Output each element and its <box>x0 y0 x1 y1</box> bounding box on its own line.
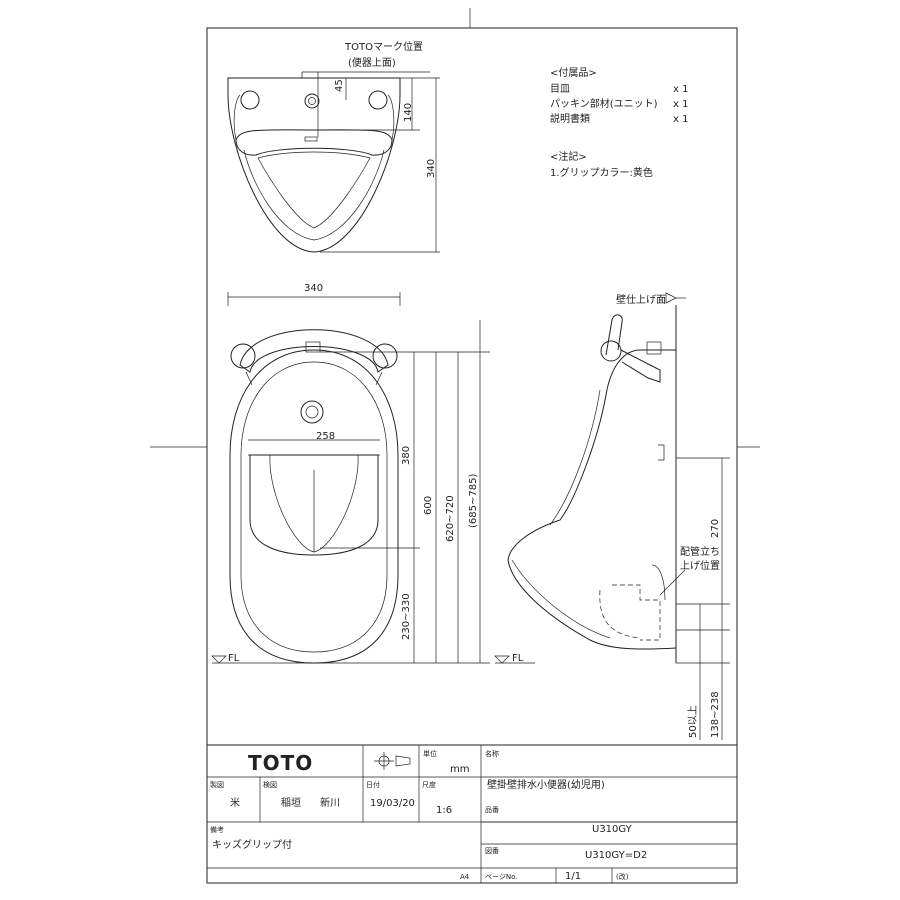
top-view <box>227 71 440 253</box>
accessory-qty-3: x 1 <box>673 114 688 125</box>
dim-45: 45 <box>334 79 345 92</box>
dim-258: 258 <box>316 431 335 442</box>
toto-mark-label: TOTOマーク位置 <box>344 40 423 53</box>
page-value: 1/1 <box>565 871 581 882</box>
remarks-value: キッズグリップ付 <box>212 838 292 851</box>
accessory-qty-2: x 1 <box>673 99 688 110</box>
dim-140: 140 <box>403 103 414 122</box>
part-number-label: 品番 <box>485 806 499 814</box>
page-label: ページNo. <box>485 873 517 881</box>
side-view <box>507 292 730 740</box>
name-label: 名称 <box>485 749 499 758</box>
remarks-heading: <注記> <box>550 150 587 163</box>
dim-600: 600 <box>423 496 434 515</box>
unit-label: 単位 <box>423 749 437 758</box>
remarks-label: 備考 <box>210 825 224 834</box>
front-view <box>211 292 535 664</box>
accessory-name-2: パッキン部材(ユニット) <box>550 97 658 110</box>
drawing-number-value: U310GY=D2 <box>585 850 647 861</box>
checked-by-value-1: 稲垣 <box>281 797 301 809</box>
fl-label-left: FL <box>228 653 240 664</box>
title-block <box>207 744 737 883</box>
accessory-qty-1: x 1 <box>673 84 688 95</box>
dim-380: 380 <box>401 446 412 465</box>
accessory-name-1: 目皿 <box>550 84 570 95</box>
date-value: 19/03/20 <box>370 798 415 809</box>
remark-1: 1.グリップカラー:黄色 <box>550 166 653 179</box>
dim-138-238: 138~238 <box>710 691 721 738</box>
dim-270: 270 <box>710 519 721 538</box>
drawing-frame <box>206 27 738 884</box>
wall-finish-label: 壁仕上げ面 <box>616 293 666 306</box>
scale-label: 尺度 <box>422 780 436 789</box>
drawn-by-label: 製図 <box>210 780 224 789</box>
date-label: 日付 <box>366 780 380 789</box>
paper-size: A4 <box>460 873 470 881</box>
drawn-by-value: 米 <box>230 796 240 809</box>
scale-value: 1:6 <box>436 805 452 816</box>
part-number-value: U310GY <box>592 824 633 835</box>
name-value: 壁掛壁排水小便器(幼児用) <box>487 778 605 791</box>
accessories-heading: <付属品> <box>550 66 597 79</box>
toto-logo: TOTO <box>248 751 313 775</box>
dim-685-785: (685~785) <box>468 474 479 528</box>
checked-by-value-2: 新川 <box>320 796 340 809</box>
pipe-label-2: 上げ位置 <box>680 559 720 572</box>
accessory-name-3: 説明書類 <box>550 112 590 125</box>
pipe-label-1: 配管立ち <box>680 545 720 558</box>
dim-50: 50以上 <box>687 705 699 738</box>
fl-label-right: FL <box>512 653 524 664</box>
toto-mark-sublabel: (便器上面) <box>348 56 396 69</box>
drawing-number-label: 図番 <box>485 847 499 855</box>
unit-value: mm <box>450 764 469 775</box>
dim-620-720: 620~720 <box>445 495 456 542</box>
dim-340-top: 340 <box>426 159 437 178</box>
checked-by-label: 検図 <box>263 780 277 789</box>
dim-front-width: 340 <box>304 283 323 294</box>
dim-230-330: 230~330 <box>401 593 412 640</box>
revision-mark: (改) <box>616 872 629 881</box>
